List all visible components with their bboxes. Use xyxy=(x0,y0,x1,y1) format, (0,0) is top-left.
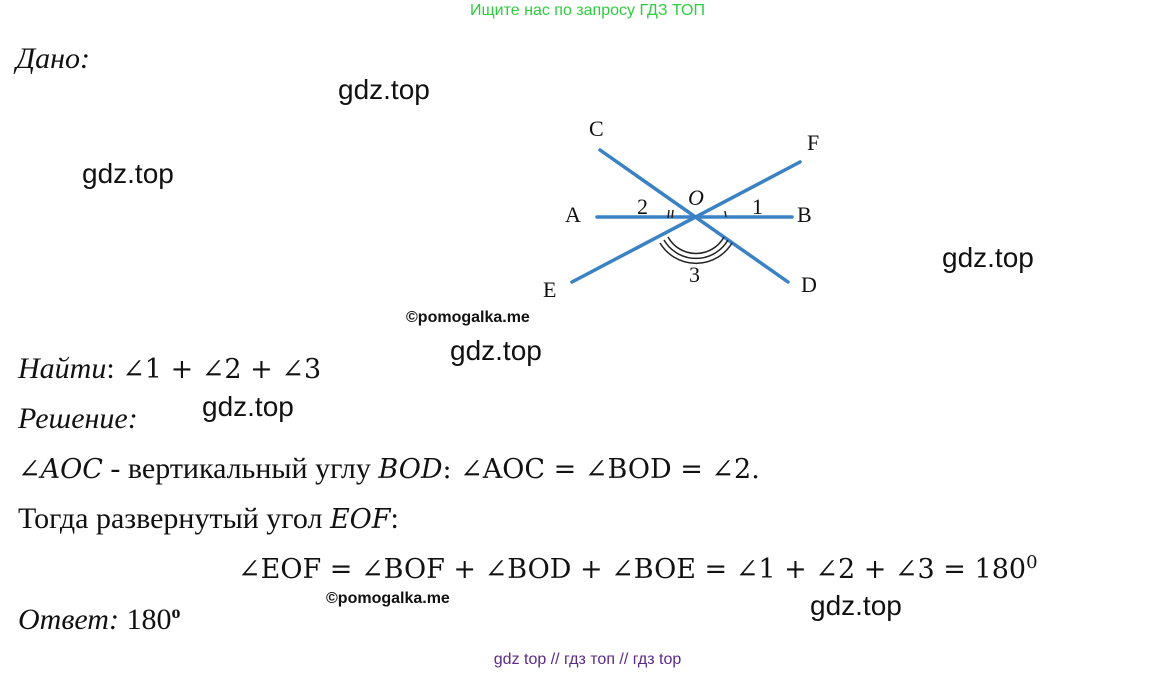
text: : xyxy=(390,502,399,535)
point-b: B xyxy=(797,202,812,227)
expr: ∠AOC xyxy=(18,454,103,485)
solution-line-2: Тогда развернутый угол EOF: xyxy=(18,502,399,536)
point-c: C xyxy=(589,116,604,141)
angle-2: 2 xyxy=(637,194,648,219)
angle-3: 3 xyxy=(689,262,700,287)
solution-line-1: ∠AOC - вертикальный углу BOD: ∠AOC = ∠BO… xyxy=(18,452,760,486)
find-line: Найти: ∠1 + ∠2 + ∠3 xyxy=(18,352,322,385)
watermark: gdz.top xyxy=(810,590,902,621)
line-ef xyxy=(570,160,802,284)
copyright: ©pomogalka.me xyxy=(326,590,450,607)
watermark: gdz.top xyxy=(450,335,542,366)
solution-label: Решение: xyxy=(18,402,138,435)
answer-value: 180 xyxy=(126,603,172,636)
expr: EOF xyxy=(329,504,391,535)
find-expr: ∠1 + ∠2 + ∠3 xyxy=(122,354,322,385)
watermark: gdz.top xyxy=(942,242,1034,273)
point-a: A xyxy=(565,202,581,227)
search-hint: Ищите нас по запросу ГДЗ ТОП xyxy=(470,2,705,19)
watermark: gdz.top xyxy=(338,74,430,105)
degree: o xyxy=(171,602,181,622)
watermark: gdz.top xyxy=(82,158,174,189)
degree: 0 xyxy=(1026,552,1038,573)
text: Тогда развернутый угол xyxy=(18,502,330,535)
watermark: gdz.top xyxy=(202,391,294,422)
angle-arcs xyxy=(659,209,733,265)
point-o: O xyxy=(688,185,704,210)
copyright: ©pomogalka.me xyxy=(406,309,530,326)
given-text: Дано xyxy=(16,42,80,75)
answer-label: Ответ: xyxy=(18,603,119,636)
angle-1: 1 xyxy=(752,194,763,219)
footer-links: gdz top // гдз топ // гдз top xyxy=(493,651,682,668)
point-f: F xyxy=(807,130,819,155)
point-e: E xyxy=(543,277,556,302)
expr: : ∠AOC = ∠BOD = ∠2. xyxy=(442,454,760,485)
expr: BOD xyxy=(378,454,443,485)
equation-text: ∠EOF = ∠BOF + ∠BOD + ∠BOE = ∠1 + ∠2 + ∠3… xyxy=(238,554,1027,585)
solution-text: Решение xyxy=(18,402,128,435)
answer-line: Ответ: 180o xyxy=(18,602,180,637)
point-d: D xyxy=(801,272,817,297)
given-label: Дано: xyxy=(16,42,90,75)
find-label: Найти xyxy=(18,352,107,385)
text: - вертикальный углу xyxy=(102,452,379,485)
equation: ∠EOF = ∠BOF + ∠BOD + ∠BOE = ∠1 + ∠2 + ∠3… xyxy=(238,552,1038,585)
